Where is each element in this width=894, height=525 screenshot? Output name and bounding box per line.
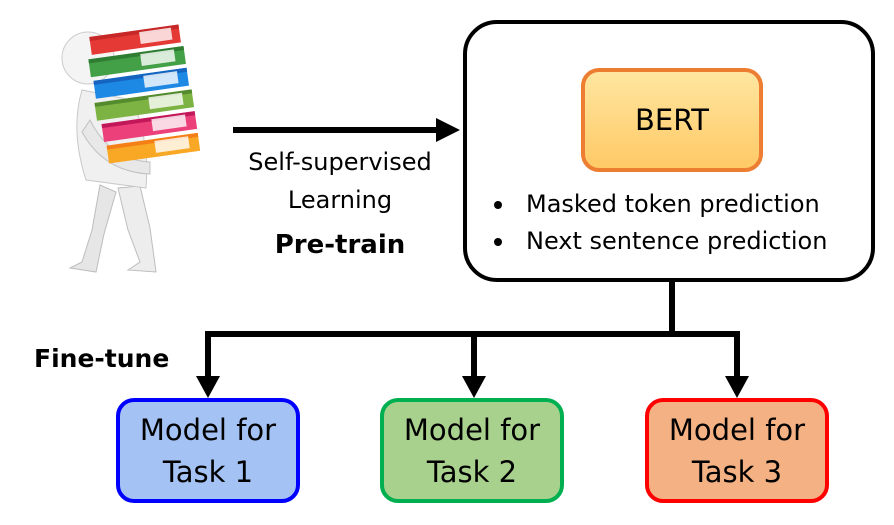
bert-objective-text: Masked token prediction: [526, 190, 820, 218]
task1-line2: Task 1: [162, 454, 254, 489]
pretrain-line1: Self-supervised: [248, 148, 432, 176]
bert-box: BERT: [581, 68, 763, 172]
bert-objective-item: Masked token prediction: [490, 186, 827, 223]
finetune-connectors: [196, 282, 749, 398]
task2-model-box: Model for Task 2: [380, 398, 564, 503]
bert-container: [463, 20, 875, 282]
pretrain-arrow: [233, 118, 460, 142]
bert-title: BERT: [635, 103, 709, 137]
bert-objective-text: Next sentence prediction: [526, 227, 828, 255]
person-carrying-binders-icon: [61, 24, 201, 273]
task3-line2: Task 3: [691, 454, 783, 489]
bert-objective-item: Next sentence prediction: [490, 223, 827, 260]
finetune-label: Fine-tune: [34, 344, 170, 373]
pretrain-line2: Learning: [287, 186, 393, 214]
bullet-icon: [494, 237, 502, 246]
task2-line2: Task 2: [426, 454, 518, 489]
task1-model-box: Model for Task 1: [116, 398, 300, 503]
task1-line1: Model for: [139, 412, 277, 447]
task2-line1: Model for: [403, 412, 541, 447]
task3-line1: Model for: [668, 412, 806, 447]
task3-model-box: Model for Task 3: [645, 398, 829, 503]
bert-objectives-list: Masked token prediction Next sentence pr…: [490, 186, 827, 260]
bullet-icon: [494, 200, 502, 209]
pretrain-label: Pre-train: [274, 230, 406, 260]
